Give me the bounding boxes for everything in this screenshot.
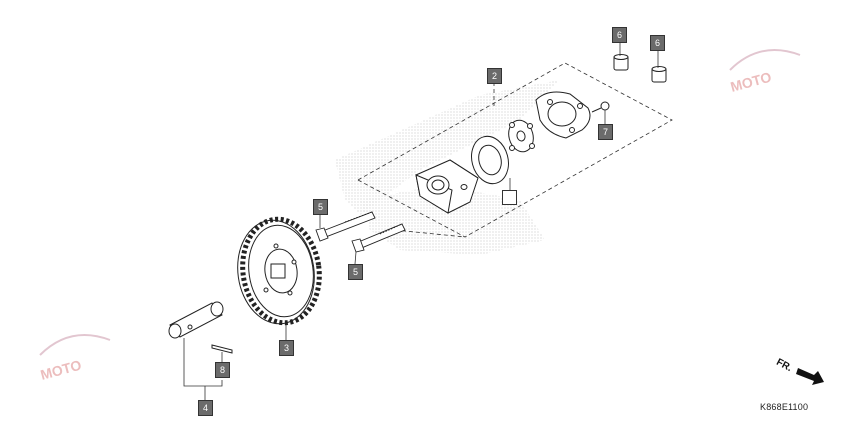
dowel-pin-left [613, 54, 629, 71]
watermark-logo-bottom-left: MOTO [39, 334, 111, 383]
shaft-pin [211, 344, 233, 354]
outer-rotor [471, 135, 509, 185]
callout-2: 2 [487, 68, 502, 84]
svg-text:MOTO: MOTO [39, 357, 84, 383]
callout-3: 3 [279, 340, 294, 356]
leader-lines [183, 42, 659, 400]
pump-shaft [168, 301, 224, 339]
assembly-dashed-box [357, 62, 673, 238]
bolt-upper [315, 211, 376, 242]
callout-7: 7 [598, 124, 613, 140]
small-screw [591, 101, 610, 113]
pump-cover [535, 91, 591, 139]
stipple-background [335, 80, 560, 255]
watermark-logo-top-right: MOTO [729, 49, 801, 95]
callout-6-left: 6 [612, 27, 627, 43]
bolt-lower [351, 223, 406, 253]
callout-5-upper: 5 [313, 199, 328, 215]
callout-8: 8 [215, 362, 230, 378]
callout-5-lower: 5 [348, 264, 363, 280]
dowel-pin-right [651, 66, 667, 83]
svg-text:MOTO: MOTO [729, 69, 774, 95]
front-direction-arrow-icon [796, 368, 824, 385]
callout-empty-box [502, 190, 517, 205]
inner-rotor [508, 119, 535, 153]
callout-6-right: 6 [650, 35, 665, 51]
driven-gear [237, 216, 322, 326]
diagram-code: K868E1100 [760, 402, 809, 412]
pump-body [415, 159, 479, 214]
callout-4: 4 [198, 400, 213, 416]
